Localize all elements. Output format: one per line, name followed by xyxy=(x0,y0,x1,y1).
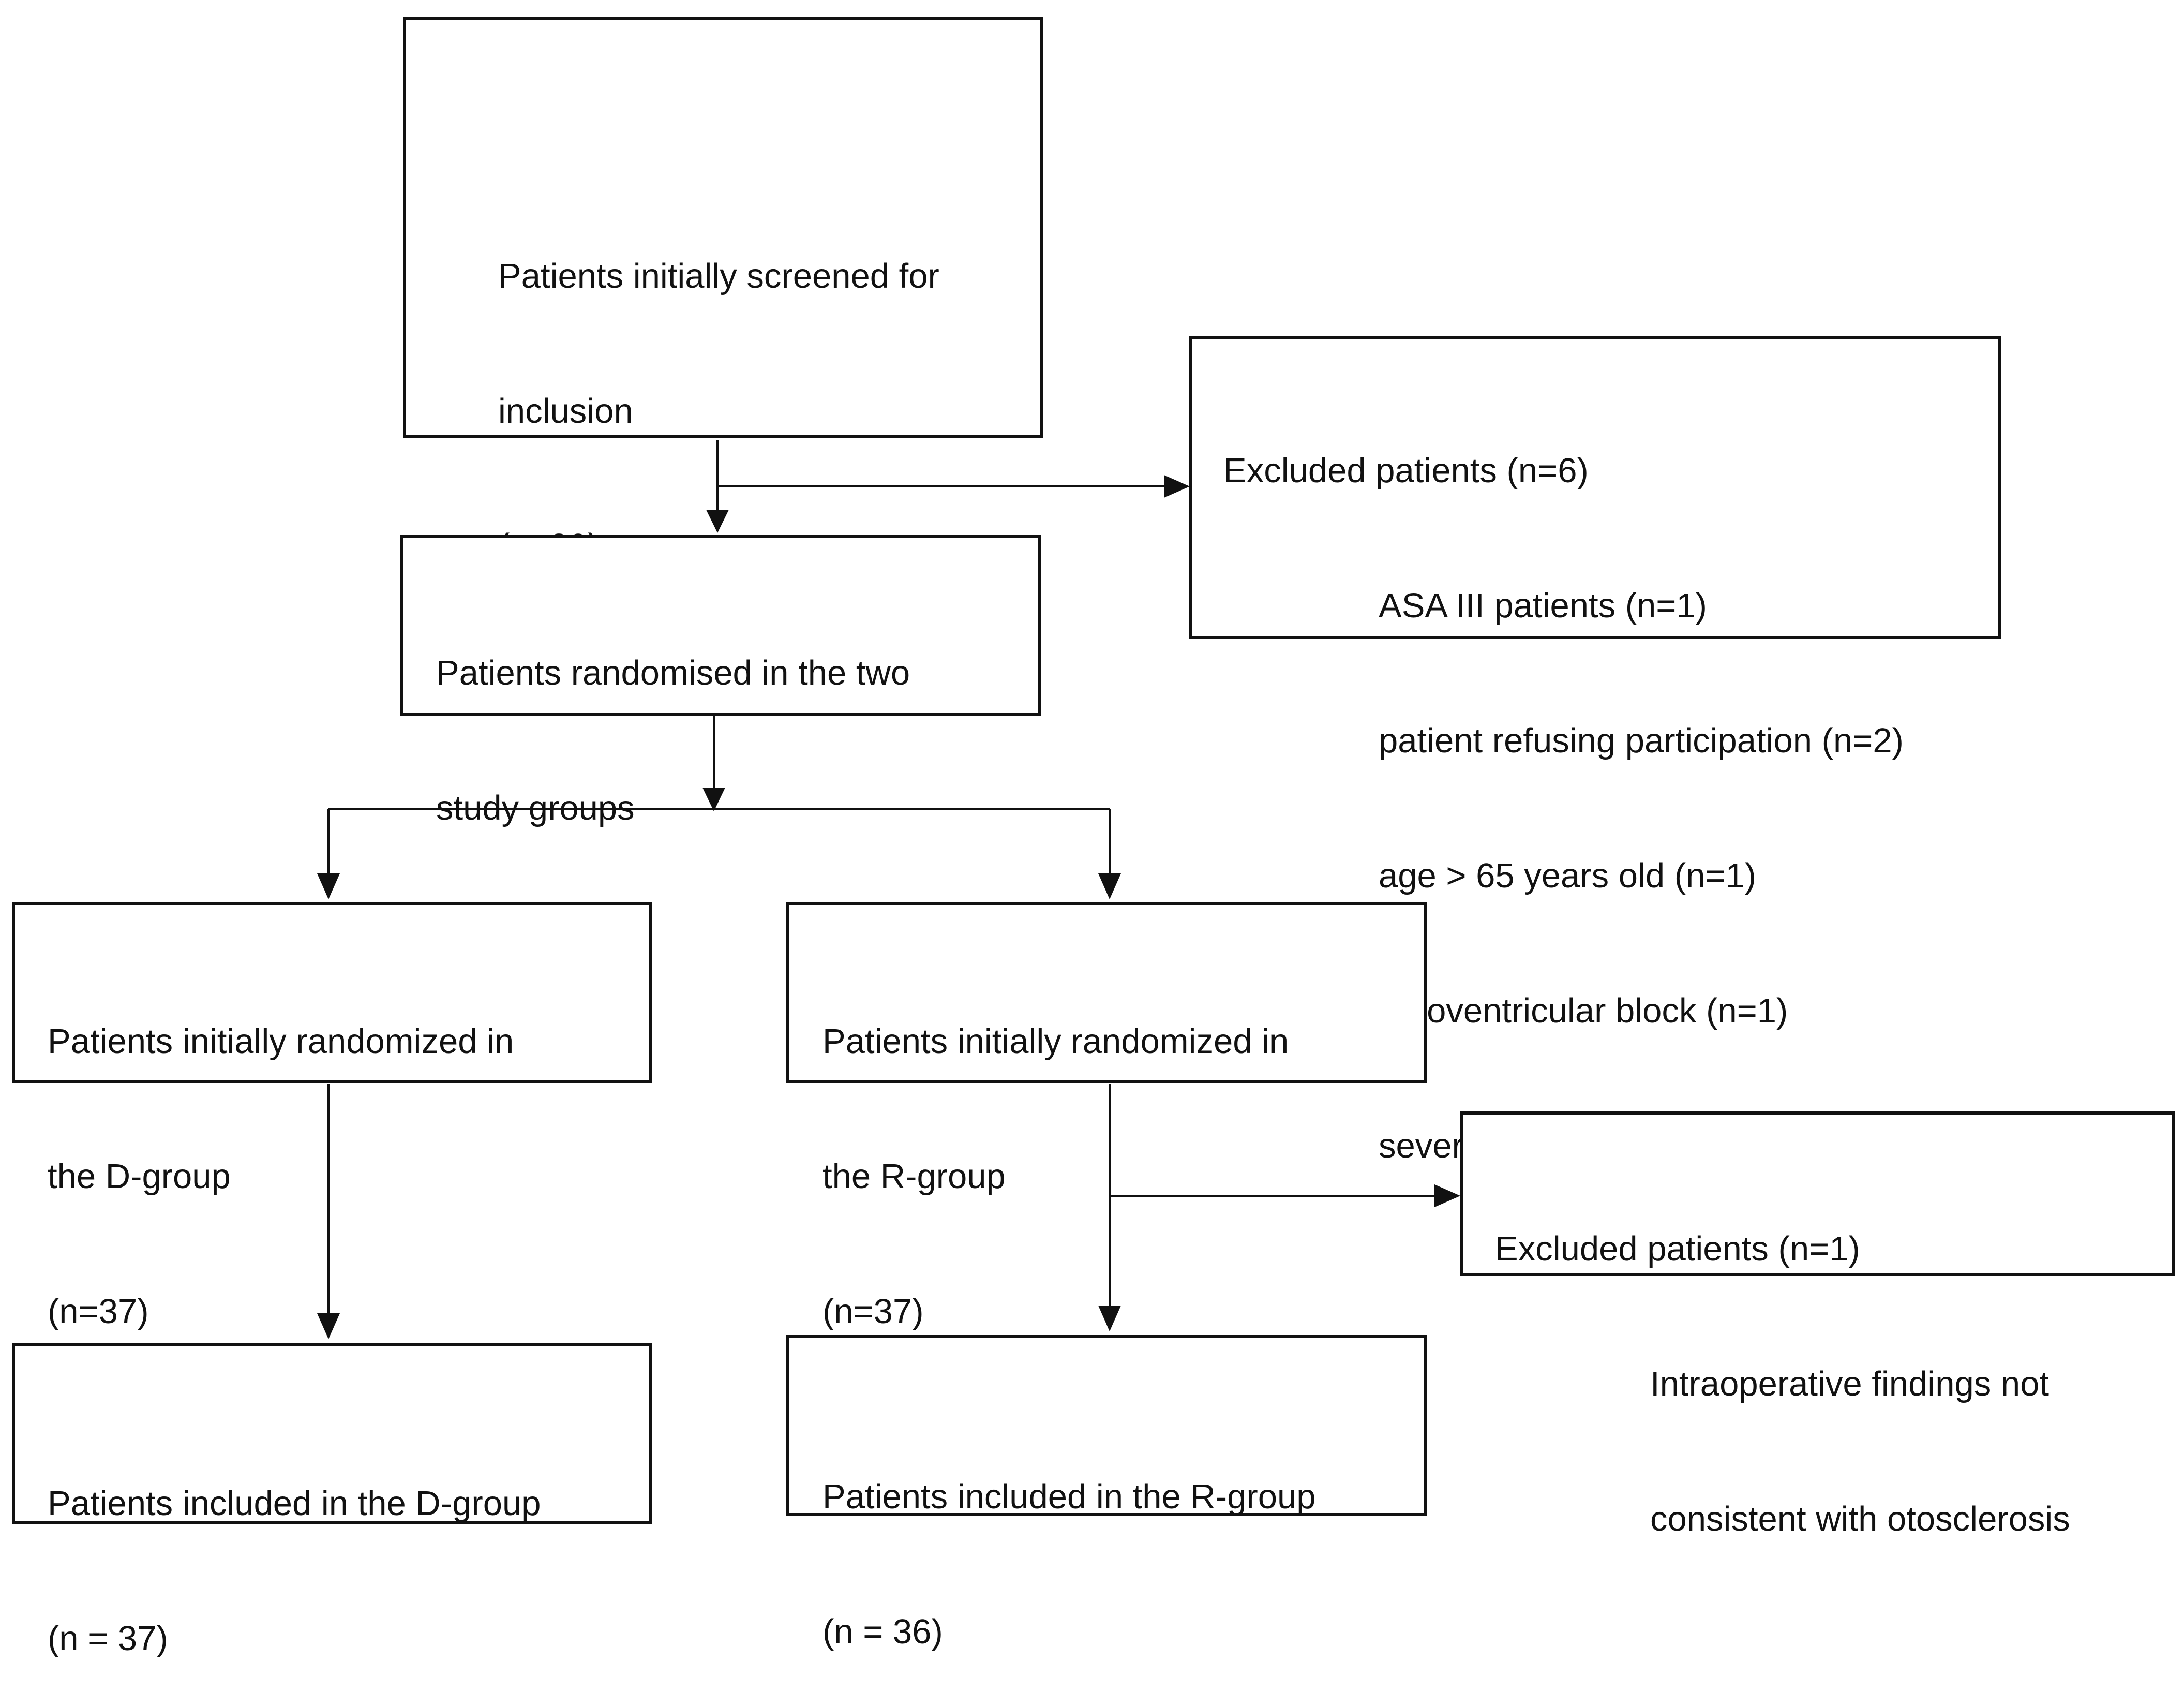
box-excluded-initial xyxy=(1189,336,2001,639)
excluded-r-title: Excluded patients (n=1) xyxy=(1495,1229,1860,1268)
screened-line-1: Patients initially screened for xyxy=(498,257,939,295)
box-excluded-r xyxy=(1460,1111,2175,1276)
box-d-group-included xyxy=(12,1343,652,1524)
excluded-initial-item: age > 65 years old (n=1) xyxy=(1379,856,1757,895)
box-d-group-initial-text: Patients initially randomized in the D-g… xyxy=(48,929,514,1379)
box-r-group-initial xyxy=(786,902,1427,1083)
box-excluded-r-text: Excluded patients (n=1) Intraoperative f… xyxy=(1495,1136,2070,1586)
arrowhead-excluded-r xyxy=(1434,1184,1460,1207)
arrowhead-d-group-initial xyxy=(317,873,340,899)
box-r-group-initial-text: Patients initially randomized in the R-g… xyxy=(822,929,1289,1379)
randomised-line-1: Patients randomised in the two xyxy=(436,654,910,692)
box-r-group-included xyxy=(786,1335,1427,1516)
r-group-initial-line-3: (n=37) xyxy=(822,1292,924,1331)
r-group-initial-line-1: Patients initially randomized in xyxy=(822,1022,1289,1061)
d-group-initial-line-2: the D-group xyxy=(48,1157,231,1196)
arrowhead-d-group-included xyxy=(317,1313,340,1339)
box-d-group-initial xyxy=(12,902,652,1083)
excluded-initial-title: Excluded patients (n=6) xyxy=(1223,451,1589,490)
excluded-initial-item: patient refusing participation (n=2) xyxy=(1379,721,1904,760)
box-r-group-included-text: Patients included in the R-group (n = 36… xyxy=(822,1384,1315,1699)
box-randomised xyxy=(400,535,1041,716)
excluded-r-item: Intraoperative findings not xyxy=(1650,1364,2049,1403)
r-group-initial-line-2: the R-group xyxy=(822,1157,1006,1196)
box-screened xyxy=(403,17,1043,438)
arrowhead-randomised xyxy=(706,510,729,533)
box-d-group-included-text: Patients included in the D-group (n = 37… xyxy=(48,1391,541,1706)
screened-line-2: inclusion xyxy=(498,392,633,431)
arrowhead-excluded-initial xyxy=(1164,475,1190,498)
flowchart-connectors xyxy=(317,440,1460,1339)
r-group-included-line-1: Patients included in the R-group xyxy=(822,1477,1316,1516)
d-group-initial-line-3: (n=37) xyxy=(48,1292,149,1331)
arrowhead-split-center xyxy=(702,788,725,811)
d-group-included-line-1: Patients included in the D-group xyxy=(48,1484,541,1523)
randomised-line-2: study groups xyxy=(436,789,635,827)
arrowhead-r-group-initial xyxy=(1098,873,1121,899)
r-group-included-line-2: (n = 36) xyxy=(822,1612,943,1651)
d-group-initial-line-1: Patients initially randomized in xyxy=(48,1022,514,1061)
d-group-included-line-2: (n = 37) xyxy=(48,1619,168,1658)
box-excluded-initial-text: Excluded patients (n=6) ASA III patients… xyxy=(1223,358,1904,1213)
arrowhead-r-group-included xyxy=(1098,1306,1121,1331)
excluded-r-item: consistent with otosclerosis xyxy=(1650,1500,2070,1538)
excluded-initial-item: ASA III patients (n=1) xyxy=(1379,586,1707,625)
